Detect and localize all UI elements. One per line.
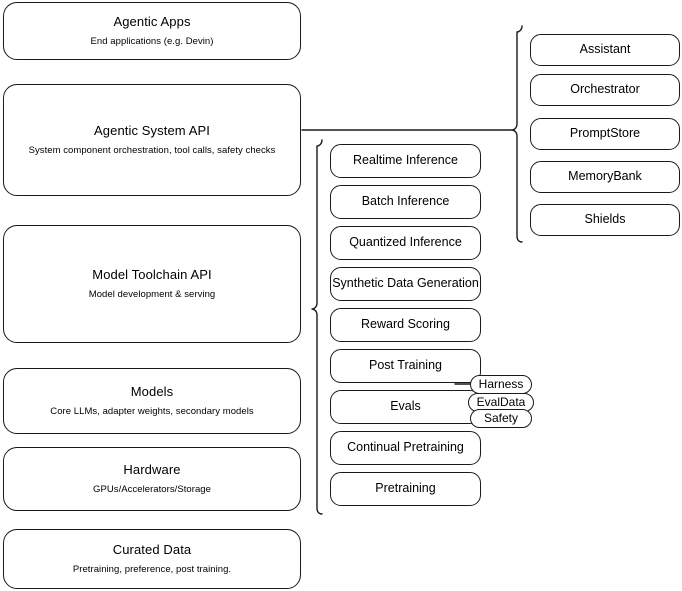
layer-hardware[interactable]: Hardware GPUs/Accelerators/Storage <box>3 447 301 511</box>
toolchain-capabilities-bracket <box>311 139 323 515</box>
component-label: Shields <box>584 212 626 227</box>
layer-subtitle: GPUs/Accelerators/Storage <box>93 483 211 495</box>
layer-subtitle: System component orchestration, tool cal… <box>28 144 276 156</box>
capability-continual-pretraining[interactable]: Continual Pretraining <box>330 431 481 465</box>
capability-batch-inference[interactable]: Batch Inference <box>330 185 481 219</box>
pill-label: EvalData <box>476 395 526 409</box>
capability-label: Batch Inference <box>361 194 450 209</box>
capability-label: Quantized Inference <box>349 235 462 250</box>
capability-label: Synthetic Data Generation <box>332 276 479 291</box>
layer-agentic-apps[interactable]: Agentic Apps End applications (e.g. Devi… <box>3 2 301 60</box>
layer-model-toolchain-api[interactable]: Model Toolchain API Model development & … <box>3 225 301 343</box>
layer-title: Hardware <box>123 462 181 478</box>
layer-curated-data[interactable]: Curated Data Pretraining, preference, po… <box>3 529 301 589</box>
capability-synthetic-data-generation[interactable]: Synthetic Data Generation <box>330 267 481 301</box>
layer-agentic-system-api[interactable]: Agentic System API System component orch… <box>3 84 301 196</box>
system-component-shields[interactable]: Shields <box>530 204 680 236</box>
system-component-memorybank[interactable]: MemoryBank <box>530 161 680 193</box>
layer-subtitle: Pretraining, preference, post training. <box>72 563 232 575</box>
capability-label: Post Training <box>369 358 442 373</box>
eval-subcomponent-safety[interactable]: Safety <box>470 409 532 428</box>
layer-title: Curated Data <box>112 542 192 558</box>
capability-label: Reward Scoring <box>361 317 450 332</box>
system-components-bracket <box>511 25 523 243</box>
capability-label: Continual Pretraining <box>347 440 464 455</box>
layer-title: Agentic System API <box>94 123 210 139</box>
capability-realtime-inference[interactable]: Realtime Inference <box>330 144 481 178</box>
component-label: Assistant <box>579 42 631 57</box>
component-label: Orchestrator <box>570 82 640 97</box>
component-label: MemoryBank <box>568 169 642 184</box>
capability-label: Realtime Inference <box>353 153 458 168</box>
pill-label: Harness <box>478 377 524 391</box>
pill-label: Safety <box>483 411 519 425</box>
system-component-orchestrator[interactable]: Orchestrator <box>530 74 680 106</box>
capability-reward-scoring[interactable]: Reward Scoring <box>330 308 481 342</box>
capability-label: Pretraining <box>375 481 436 496</box>
system-component-promptstore[interactable]: PromptStore <box>530 118 680 150</box>
capability-evals[interactable]: Evals <box>330 390 481 424</box>
layer-title: Agentic Apps <box>113 14 191 30</box>
layer-title: Models <box>130 384 174 400</box>
component-label: PromptStore <box>569 126 641 141</box>
layer-models[interactable]: Models Core LLMs, adapter weights, secon… <box>3 368 301 434</box>
capability-pretraining[interactable]: Pretraining <box>330 472 481 506</box>
layer-subtitle: Model development & serving <box>88 288 216 300</box>
capability-label: Evals <box>390 399 421 414</box>
layer-title: Model Toolchain API <box>92 267 212 283</box>
capability-quantized-inference[interactable]: Quantized Inference <box>330 226 481 260</box>
eval-subcomponent-harness[interactable]: Harness <box>470 375 532 394</box>
layer-subtitle: Core LLMs, adapter weights, secondary mo… <box>50 405 254 417</box>
system-component-assistant[interactable]: Assistant <box>530 34 680 66</box>
capability-post-training[interactable]: Post Training <box>330 349 481 383</box>
layer-subtitle: End applications (e.g. Devin) <box>90 35 214 47</box>
